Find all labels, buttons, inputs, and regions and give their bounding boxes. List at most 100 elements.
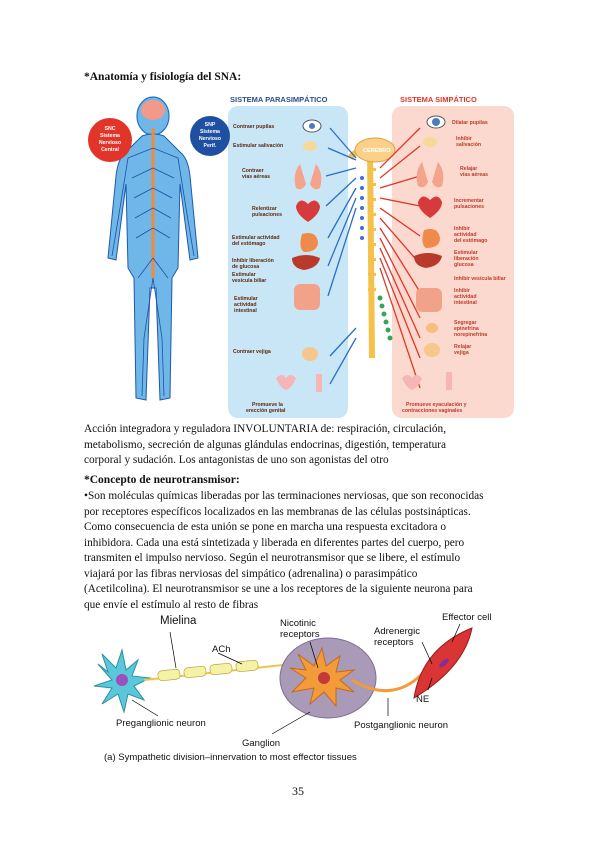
- label-effector: Effector cell: [442, 612, 491, 623]
- svg-text:Perif.: Perif.: [204, 143, 218, 149]
- svg-text:norepinefrina: norepinefrina: [454, 332, 487, 338]
- svg-text:pulsaciones: pulsaciones: [454, 204, 484, 210]
- paragraph-line: Acción integradora y reguladora INVOLUNT…: [84, 423, 447, 435]
- liver-icon: [414, 253, 442, 268]
- svg-text:erección genital: erección genital: [246, 408, 286, 414]
- reproductive-icon-male: [316, 374, 322, 392]
- symp-organs: [402, 115, 452, 390]
- svg-text:Segregar: Segregar: [454, 320, 477, 326]
- human-body-figure: [107, 96, 199, 401]
- section-heading-sna: *Anatomía y fisiología del SNA:: [84, 71, 242, 83]
- svg-text:vías aéreas: vías aéreas: [242, 174, 270, 180]
- snp-badge: SNP Sistema Nervioso Perif.: [190, 116, 230, 156]
- svg-text:Estimular salivación: Estimular salivación: [233, 143, 283, 149]
- svg-text:Inhibir liberación: Inhibir liberación: [232, 258, 274, 264]
- svg-text:Promueve la: Promueve la: [252, 402, 283, 408]
- svg-text:Dilatar pupilas: Dilatar pupilas: [452, 120, 488, 126]
- paragraph-line: (Acetilcolina). El neurotransmisor se un…: [84, 583, 473, 595]
- salivary-icon: [423, 137, 437, 147]
- svg-text:Relajar: Relajar: [460, 166, 477, 172]
- svg-text:Central: Central: [101, 147, 119, 153]
- paragraph-line: Como consecuencia de esta unión se pone …: [84, 521, 446, 533]
- snc-badge: SNC Sistema Nervioso Central: [88, 118, 132, 162]
- paragraph-sna-description: Acción integradora y reguladora INVOLUNT…: [84, 422, 524, 469]
- preganglionic-cell-body: [93, 648, 152, 714]
- svg-text:glucosa: glucosa: [454, 262, 474, 268]
- stomach-icon: [422, 229, 440, 248]
- label-ach: ACh: [212, 644, 230, 655]
- sympathetic-panel: [392, 106, 514, 418]
- label-adrenergic-2: receptors: [374, 637, 414, 648]
- svg-text:CEREBRO: CEREBRO: [363, 148, 391, 154]
- section-heading-neurotransmitter: *Concepto de neurotransmisor:: [84, 474, 240, 486]
- svg-text:Estimular: Estimular: [232, 272, 256, 278]
- svg-text:Contraer vejiga: Contraer vejiga: [233, 349, 271, 355]
- reproductive-icon-female: [402, 375, 422, 390]
- sympathetic-nerves: [379, 127, 421, 389]
- svg-text:Incrementar: Incrementar: [454, 198, 484, 204]
- page-number: 35: [292, 784, 304, 798]
- svg-text:Inhibir: Inhibir: [454, 288, 470, 294]
- neuron-diagram: Mielina ACh Nicotinic receptors Adrenerg…: [93, 612, 491, 763]
- svg-text:Contraer pupilas: Contraer pupilas: [233, 124, 274, 130]
- bladder-icon: [424, 343, 440, 357]
- spinal-cord: [347, 146, 393, 359]
- svg-text:del estómago: del estómago: [454, 238, 487, 244]
- heart-icon: [418, 196, 442, 218]
- label-ne: NE: [416, 694, 429, 705]
- svg-text:actividad: actividad: [234, 302, 257, 308]
- label-mielina: Mielina: [160, 615, 197, 627]
- brain-icon: CEREBRO: [354, 137, 396, 163]
- symp-labels: Dilatar pupilas Inhibir salivación Relaj…: [402, 120, 506, 414]
- svg-text:intestinal: intestinal: [234, 308, 257, 314]
- svg-text:vesícula biliar: vesícula biliar: [232, 278, 266, 284]
- para-labels: Contraer pupilas Estimular salivación Co…: [232, 124, 286, 414]
- sna-diagram: SISTEMA PARASIMPÁTICO SISTEMA SIMPÁTICO …: [88, 95, 514, 418]
- svg-text:Estimular actividad: Estimular actividad: [232, 235, 280, 241]
- svg-text:salivación: salivación: [456, 142, 481, 148]
- paragraph-line: •Son moléculas químicas liberadas por la…: [84, 490, 484, 502]
- svg-text:Contraer: Contraer: [242, 168, 264, 174]
- heart-icon: [296, 200, 320, 222]
- label-nicotinic-2: receptors: [280, 629, 320, 640]
- label-postganglionic: Postganglionic neuron: [354, 720, 448, 731]
- sympathetic-title: SISTEMA SIMPÁTICO: [400, 95, 477, 104]
- svg-text:epinefrina: epinefrina: [454, 326, 479, 332]
- label-nicotinic: Nicotinic: [280, 618, 316, 629]
- reproductive-icon-female: [276, 375, 296, 390]
- intestine-icon: [416, 288, 442, 312]
- svg-text:liberación: liberación: [454, 256, 479, 262]
- adrenal-icon: [426, 323, 438, 333]
- svg-text:del estómago: del estómago: [232, 241, 265, 247]
- myelinated-axon: [143, 659, 293, 682]
- svg-text:Sistema: Sistema: [100, 133, 120, 139]
- svg-text:Inhibir: Inhibir: [456, 136, 472, 142]
- svg-text:Nervioso: Nervioso: [199, 136, 221, 142]
- salivary-icon: [303, 141, 317, 151]
- lungs-icon: [416, 162, 444, 188]
- svg-text:Sistema: Sistema: [200, 129, 220, 135]
- parasympathetic-nerves: [325, 127, 357, 385]
- paragraph-line: corporal y sudación. Los antagonistas de…: [84, 454, 389, 466]
- paragraph-line: que envíe el estímulo al resto de fibras: [84, 598, 259, 611]
- postganglionic-cell-body: [289, 646, 356, 708]
- paragraph-line: viajará por las fibras nerviosas del sim…: [84, 567, 418, 580]
- svg-text:Relajar: Relajar: [454, 344, 471, 350]
- label-ganglion: Ganglion: [242, 738, 280, 749]
- svg-text:Inhibir: Inhibir: [454, 226, 470, 232]
- svg-text:vejiga: vejiga: [454, 350, 469, 356]
- svg-text:Inhibir vesícula biliar: Inhibir vesícula biliar: [454, 276, 506, 282]
- bladder-icon: [302, 347, 318, 361]
- svg-text:Estimular: Estimular: [234, 296, 258, 302]
- svg-text:Promueve eyaculación y: Promueve eyaculación y: [406, 402, 467, 408]
- svg-text:contracciones vaginales: contracciones vaginales: [402, 408, 462, 414]
- label-preganglionic: Preganglionic neuron: [116, 718, 206, 729]
- paragraph-line: metabolismo, secreción de algunas glándu…: [84, 438, 447, 451]
- liver-icon: [292, 255, 320, 270]
- svg-text:Nervioso: Nervioso: [99, 140, 121, 146]
- stomach-icon: [300, 233, 318, 252]
- parasympathetic-title: SISTEMA PARASIMPÁTICO: [230, 95, 328, 104]
- svg-text:SNC: SNC: [105, 126, 116, 132]
- intestine-icon: [294, 284, 320, 310]
- svg-text:de glucosa: de glucosa: [232, 264, 259, 270]
